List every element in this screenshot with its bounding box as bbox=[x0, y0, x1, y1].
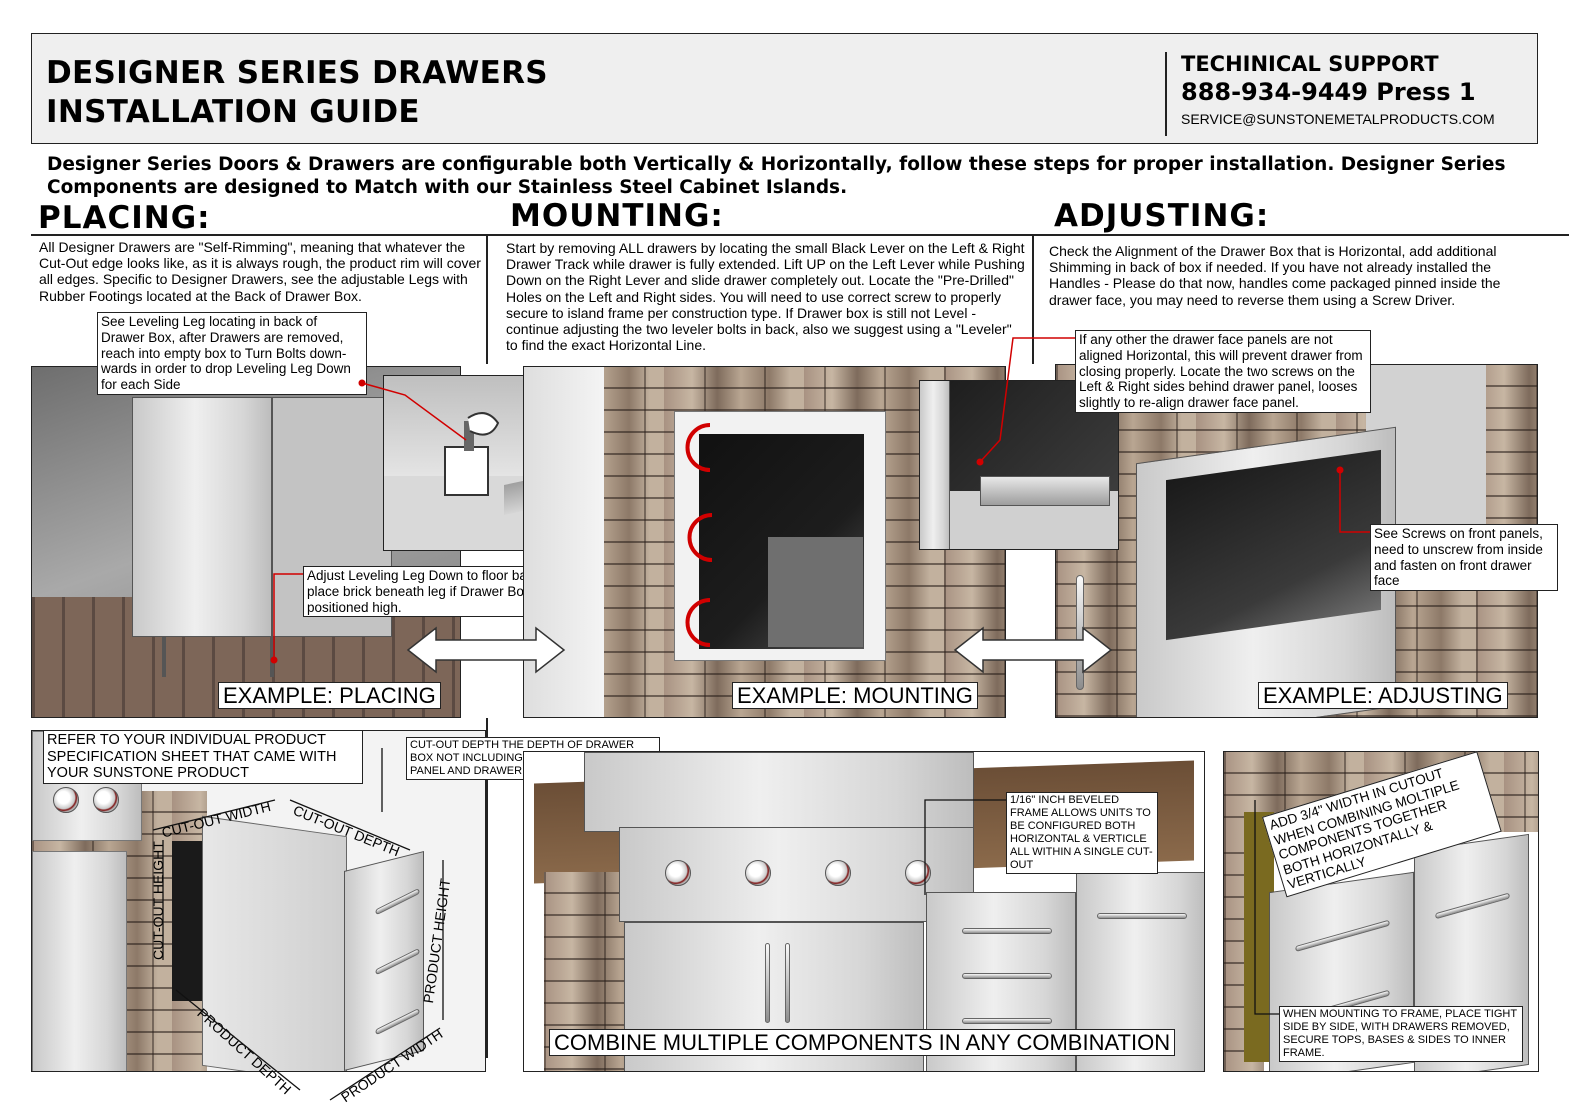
support-title: TECHINICAL SUPPORT bbox=[1181, 52, 1439, 76]
leveling-leg-right bbox=[270, 637, 274, 677]
combine-knob-2 bbox=[745, 860, 771, 886]
mount-note: WHEN MOUNTING TO FRAME, PLACE TIGHT SIDE… bbox=[1279, 1006, 1523, 1062]
placing-body: All Designer Drawers are "Self-Rimming",… bbox=[39, 239, 481, 304]
dimensions-image bbox=[31, 730, 486, 1072]
adjusting-caption: EXAMPLE: ADJUSTING bbox=[1258, 682, 1508, 709]
adjusting-align-callout: If any other the drawer face panels are … bbox=[1075, 330, 1371, 413]
document-title: DESIGNER SERIES DRAWERS INSTALLATION GUI… bbox=[46, 54, 548, 132]
double-arrow-1 bbox=[406, 626, 566, 674]
adjusting-body: Check the Alignment of the Drawer Box th… bbox=[1049, 243, 1501, 308]
grill-knob-2 bbox=[93, 787, 119, 813]
support-phone: 888-934-9449 Press 1 bbox=[1181, 78, 1476, 106]
red-markers bbox=[270, 379, 1344, 664]
intro-text: Designer Series Doors & Drawers are conf… bbox=[47, 154, 1506, 198]
section-rule bbox=[31, 234, 1569, 236]
adjusting-screws-callout: See Screws on front panels, need to unsc… bbox=[1370, 524, 1558, 592]
red-bracket-markers bbox=[685, 423, 713, 647]
combine-door-handle-1 bbox=[765, 943, 770, 1023]
combine-knob-1 bbox=[665, 860, 691, 886]
double-arrow-2 bbox=[953, 626, 1113, 674]
leveling-leg-left bbox=[162, 637, 166, 677]
placing-heading: PLACING: bbox=[38, 200, 211, 236]
grill-knob-1 bbox=[53, 787, 79, 813]
mounting-heading: MOUNTING: bbox=[510, 198, 724, 234]
placing-caption: EXAMPLE: PLACING bbox=[218, 682, 441, 709]
refer-note: REFER TO YOUR INDIVIDUAL PRODUCT SPECIFI… bbox=[43, 730, 363, 784]
placing-leg-callout: See Leveling Leg locating in back of Dra… bbox=[97, 312, 367, 395]
column-divider-lower bbox=[486, 718, 488, 1058]
red-leader-lines bbox=[273, 337, 1370, 660]
drawer-box-front bbox=[132, 397, 272, 637]
mounting-body: Start by removing ALL drawers by locatin… bbox=[506, 240, 1025, 354]
mounting-caption: EXAMPLE: MOUNTING bbox=[732, 682, 978, 709]
combine-drawer-handle-1 bbox=[962, 928, 1052, 934]
column-divider-1 bbox=[486, 236, 488, 364]
rotation-arrow bbox=[467, 412, 500, 436]
adjusting-heading: ADJUSTING: bbox=[1054, 198, 1270, 234]
adjusting-inset-track bbox=[980, 476, 1110, 506]
combine-door-handle-2 bbox=[785, 943, 790, 1023]
combine-caption: COMBINE MULTIPLE COMPONENTS IN ANY COMBI… bbox=[549, 1029, 1176, 1056]
header-box bbox=[31, 33, 1538, 144]
combine-drawer-handle-4 bbox=[1097, 913, 1187, 919]
bevel-note: 1/16" INCH BEVELED FRAME ALLOWS UNITS TO… bbox=[1006, 792, 1158, 874]
combine-grill-front bbox=[619, 827, 974, 922]
combine-knob-3 bbox=[825, 860, 851, 886]
support-email: SERVICE@SUNSTONEMETALPRODUCTS.COM bbox=[1181, 111, 1495, 127]
title-line-2: INSTALLATION GUIDE bbox=[46, 94, 420, 130]
title-line-1: DESIGNER SERIES DRAWERS bbox=[46, 55, 548, 91]
combine-knob-4 bbox=[905, 860, 931, 886]
inset-leg-bracket bbox=[444, 446, 489, 496]
column-divider-2 bbox=[1032, 236, 1034, 364]
adjusting-inset-panel bbox=[920, 381, 950, 549]
mounting-cutout-floor bbox=[768, 537, 863, 647]
header-divider bbox=[1165, 52, 1167, 136]
inset-bolt bbox=[464, 421, 474, 451]
dimensions-door bbox=[32, 851, 127, 1071]
combine-drawer-handle-3 bbox=[962, 1018, 1052, 1024]
combine-drawer-handle-2 bbox=[962, 973, 1052, 979]
